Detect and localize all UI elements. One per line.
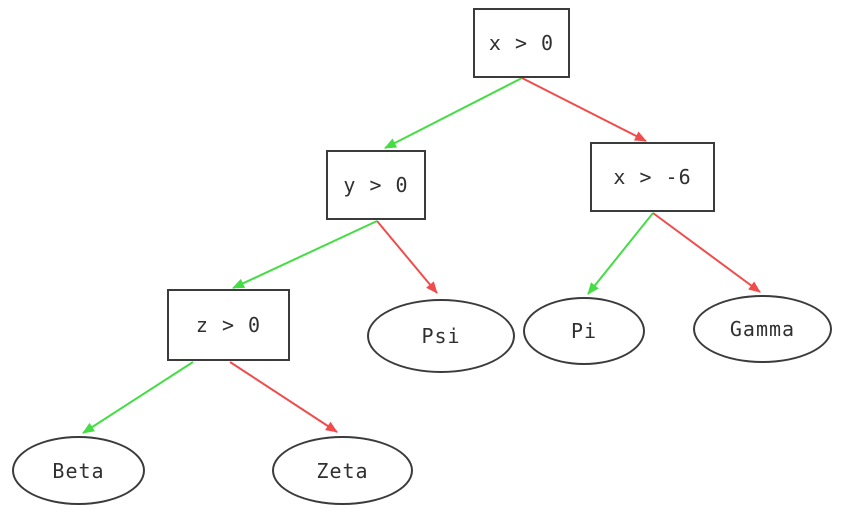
edge-x>-6-to-Pi <box>587 212 654 295</box>
leaf-psi: Psi <box>367 299 515 373</box>
leaf-pi: Pi <box>523 297 645 365</box>
node-x-gt-neg6-label: x > -6 <box>613 165 692 189</box>
leaf-zeta-label: Zeta <box>316 458 369 483</box>
edge-x>-6-to-Gamma <box>652 212 761 293</box>
edge-z>0-to-Beta <box>82 361 194 434</box>
leaf-gamma-label: Gamma <box>729 317 796 341</box>
leaf-zeta: Zeta <box>272 436 413 505</box>
node-z-gt-0-label: z > 0 <box>195 313 262 337</box>
node-x-gt-0: x > 0 <box>473 8 570 78</box>
leaf-beta: Beta <box>12 436 145 505</box>
node-x-gt-neg6: x > -6 <box>590 142 715 212</box>
node-x-gt-0-label: x > 0 <box>488 31 555 55</box>
leaf-psi-label: Psi <box>421 324 461 348</box>
leaf-beta-label: Beta <box>52 458 105 483</box>
node-z-gt-0: z > 0 <box>167 289 290 361</box>
edge-z>0-to-Zeta <box>229 361 338 433</box>
edge-y>0-to-z>0 <box>232 220 378 289</box>
leaf-gamma: Gamma <box>693 295 832 363</box>
edge-x>0-to-y>0 <box>384 77 523 149</box>
node-y-gt-0: y > 0 <box>326 150 426 220</box>
node-y-gt-0-label: y > 0 <box>343 173 409 197</box>
edge-x>0-to-x>-6 <box>521 77 647 142</box>
edge-y>0-to-Psi <box>376 220 438 294</box>
leaf-pi-label: Pi <box>570 319 598 343</box>
